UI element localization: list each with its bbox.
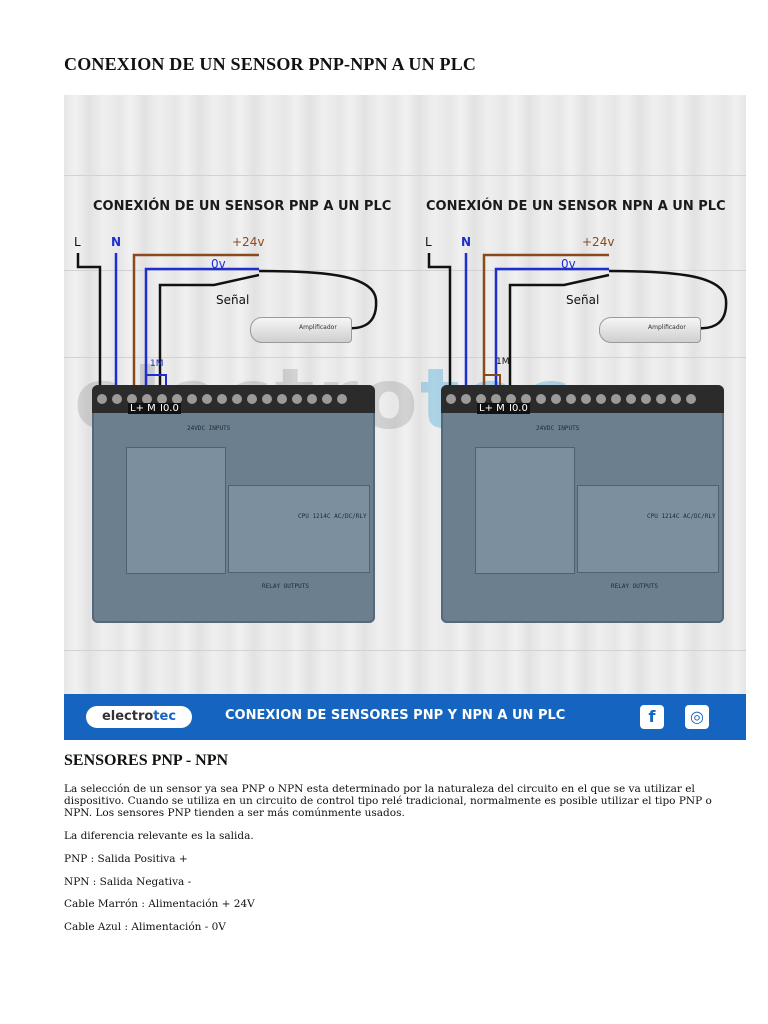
- terminal-i00-label: I0.0: [158, 403, 181, 414]
- terminal-i00-label: I0.0: [507, 403, 530, 414]
- plus24-label: +24v: [582, 235, 615, 249]
- plc-unit-left: L+ M I0.0 24VDC INPUTS CPU 1214C AC/DC/R…: [92, 385, 375, 623]
- plc-model-label: CPU 1214C AC/DC/RLY: [647, 513, 716, 520]
- signal-label: Señal: [216, 293, 250, 307]
- n-label: N: [461, 235, 472, 249]
- paragraph-difference: La diferencia relevante es la salida.: [64, 830, 254, 842]
- plc-module: [577, 485, 719, 573]
- wood-plank-line: [64, 357, 746, 358]
- plc-module: [475, 447, 575, 574]
- plc-inputs-label: 24VDC INPUTS: [536, 425, 580, 432]
- electrotec-logo: electrotec: [86, 706, 192, 728]
- terminal-strip: [441, 385, 724, 413]
- terminal-lm-label: L+ M: [477, 403, 507, 414]
- zero-volt-label: 0v: [211, 257, 226, 271]
- plus24-label: +24v: [232, 235, 265, 249]
- n-label: N: [111, 235, 122, 249]
- npn-sensor-image: Amplificador: [599, 317, 701, 343]
- wiring-diagram-figure: electrotec CONEXIÓN DE UN SENSOR PNP A U…: [64, 95, 746, 740]
- plc-outputs-label: RELAY OUTPUTS: [611, 583, 658, 590]
- paragraph-brown-cable: Cable Marrón : Alimentación + 24V: [64, 898, 255, 910]
- instagram-icon: ◎: [685, 705, 709, 729]
- plc-module: [126, 447, 226, 574]
- section-heading: SENSORES PNP - NPN: [64, 752, 229, 769]
- common-1m-label: 1M: [496, 357, 510, 367]
- paragraph-intro: La selección de un sensor ya sea PNP o N…: [64, 783, 712, 819]
- banner-text: CONEXION DE SENSORES PNP Y NPN A UN PLC: [225, 708, 566, 723]
- l-label: L: [74, 235, 81, 249]
- wood-plank-line: [64, 175, 746, 176]
- l-label: L: [425, 235, 432, 249]
- plc-outputs-label: RELAY OUTPUTS: [262, 583, 309, 590]
- terminal-strip: [92, 385, 375, 413]
- figure-banner: electrotec CONEXION DE SENSORES PNP Y NP…: [64, 694, 746, 740]
- paragraph-blue-cable: Cable Azul : Alimentación - 0V: [64, 921, 226, 933]
- wood-plank-line: [64, 270, 746, 271]
- paragraph-pnp: PNP : Salida Positiva +: [64, 853, 188, 865]
- facebook-icon: f: [640, 705, 664, 729]
- terminal-lm-label: L+ M: [128, 403, 158, 414]
- pnp-diagram-heading: CONEXIÓN DE UN SENSOR PNP A UN PLC: [93, 199, 392, 214]
- zero-volt-label: 0v: [561, 257, 576, 271]
- common-1m-label: 1M: [150, 359, 164, 369]
- pnp-sensor-image: Amplificador: [250, 317, 352, 343]
- signal-label: Señal: [566, 293, 600, 307]
- wood-plank-line: [64, 650, 746, 651]
- plc-inputs-label: 24VDC INPUTS: [187, 425, 231, 432]
- npn-diagram-heading: CONEXIÓN DE UN SENSOR NPN A UN PLC: [426, 199, 726, 214]
- plc-model-label: CPU 1214C AC/DC/RLY: [298, 513, 367, 520]
- plc-module: [228, 485, 370, 573]
- paragraph-npn: NPN : Salida Negativa -: [64, 876, 192, 888]
- page-title: CONEXION DE UN SENSOR PNP-NPN A UN PLC: [64, 54, 477, 74]
- plc-unit-right: L+ M I0.0 24VDC INPUTS CPU 1214C AC/DC/R…: [441, 385, 724, 623]
